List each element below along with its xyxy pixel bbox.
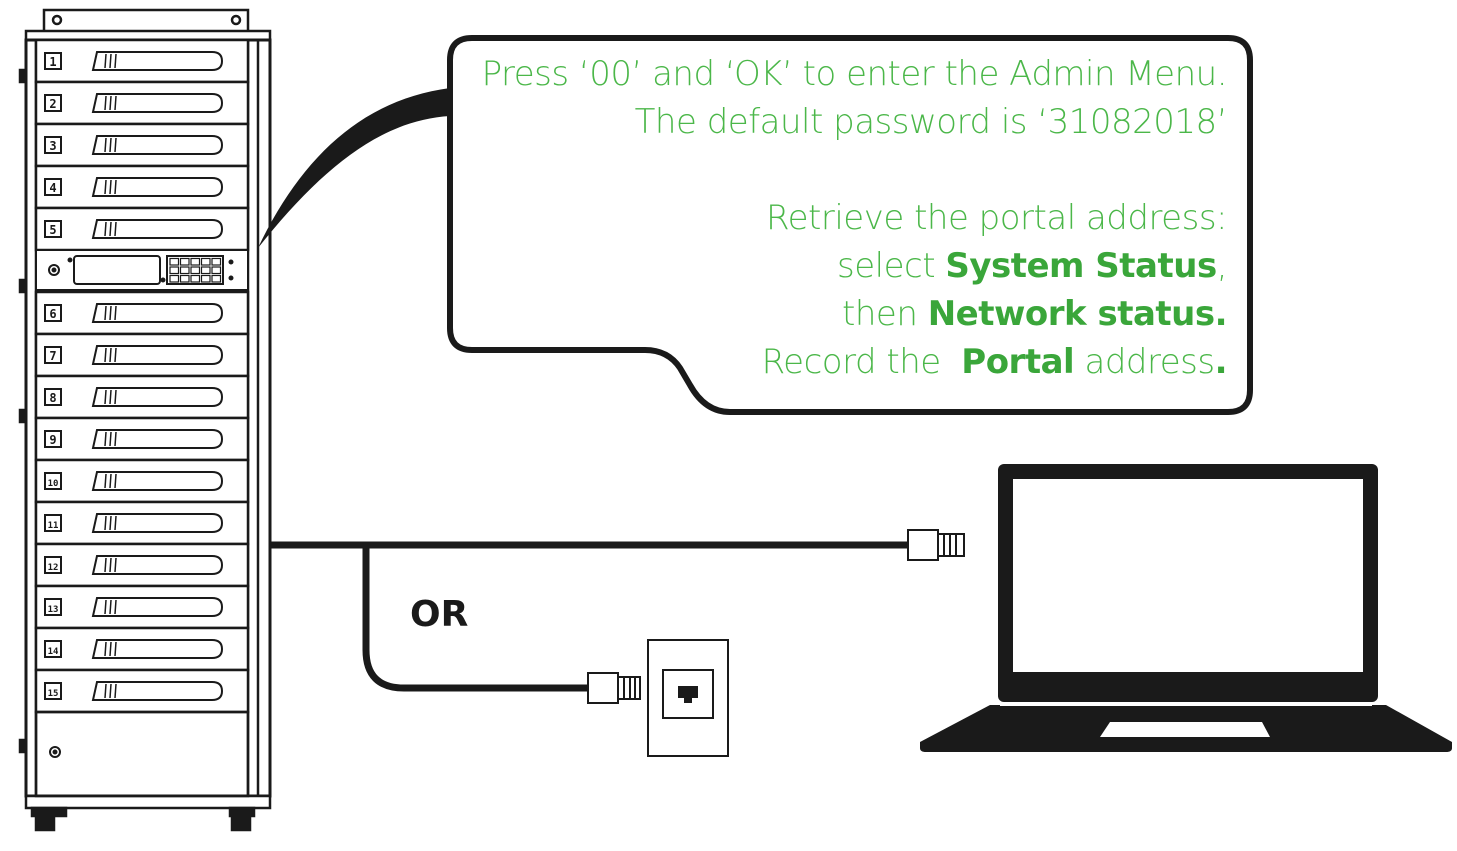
keypad-key (169, 274, 180, 283)
bay-door: 13 (34, 584, 250, 630)
bay-number: 8 (49, 391, 56, 405)
callout-bubble (258, 35, 1253, 415)
keypad-key (211, 257, 222, 266)
instruction-line-3: Retrieve the portal address: (766, 198, 1227, 238)
line4-suffix: , (1216, 246, 1228, 286)
keypad-key (200, 274, 211, 283)
bay-number: 11 (48, 521, 59, 531)
lcd-display (73, 255, 161, 285)
door-handle (91, 639, 224, 659)
door-handle (91, 345, 224, 365)
network-cables (270, 541, 910, 692)
bay-door: 14 (34, 626, 250, 672)
line5-prefix: then (842, 294, 928, 334)
door-handle (91, 471, 224, 491)
callout-text-block-2: Retrieve the portal address: select Syst… (761, 194, 1228, 386)
keypad-key (211, 266, 222, 275)
line4-prefix: select (837, 246, 946, 286)
bay-number: 5 (49, 223, 56, 237)
cable-to-wall-port (362, 545, 590, 692)
line6-suffix: . (1214, 342, 1228, 382)
callout-text-block: Press ‘00’ and ‘OK’ to enter the Admin M… (481, 50, 1228, 146)
storage-door (34, 710, 250, 798)
line6-mid: address (1074, 342, 1215, 382)
bay-door: 5 (34, 206, 250, 252)
keypad-key (211, 274, 222, 283)
bay-door: 8 (34, 374, 250, 420)
ethernet-wall-port-icon (647, 639, 729, 757)
door-handle (91, 219, 224, 239)
door-handle (91, 429, 224, 449)
bay-number: 12 (48, 563, 59, 573)
door-handle (91, 681, 224, 701)
bay-number: 14 (48, 647, 59, 657)
network-status-label: Network status. (927, 294, 1228, 334)
keypad-key (179, 266, 190, 275)
bay-door: 1 (34, 38, 250, 84)
bay-number: 9 (49, 433, 56, 447)
bay-number: 4 (49, 181, 56, 195)
bay-door: 9 (34, 416, 250, 462)
laptop-icon (920, 464, 1452, 752)
bay-door: 12 (34, 542, 250, 588)
bay-number: 15 (48, 689, 59, 699)
rj45-plug-icon (907, 529, 965, 561)
door-handle (91, 177, 224, 197)
door-handle (91, 513, 224, 533)
instruction-line-4: select System Status, (762, 242, 1228, 290)
door-handle (91, 51, 224, 71)
bay-number: 2 (49, 97, 56, 111)
door-handle (91, 555, 224, 575)
bay-number: 1 (49, 55, 56, 69)
storage-compartment (49, 746, 61, 758)
door-handle (91, 93, 224, 113)
instruction-line-2: The default password is ‘31082018’ (634, 102, 1228, 142)
bay-door: 2 (34, 80, 250, 126)
bay-door: 3 (34, 122, 250, 168)
keypad-key (200, 266, 211, 275)
keypad-key (179, 257, 190, 266)
keypad-key (190, 257, 201, 266)
keypad-key (169, 266, 180, 275)
instruction-line-5: then Network status. (762, 290, 1227, 338)
door-handle (91, 303, 224, 323)
bay-door: 11 (34, 500, 250, 546)
portal-label: Portal (961, 342, 1075, 382)
keypad-key (190, 266, 201, 275)
door-handle (91, 135, 224, 155)
bay-door: 7 (34, 332, 250, 378)
rj45-plug-icon (587, 672, 641, 704)
or-label: OR (410, 594, 469, 635)
bay-number: 3 (49, 139, 56, 153)
bay-door: 6 (34, 290, 250, 336)
line6-prefix: Record the (761, 342, 962, 382)
bay-number: 10 (48, 479, 59, 489)
bay-number: 7 (49, 349, 56, 363)
bay-number: 13 (48, 605, 59, 615)
system-status-label: System Status (945, 246, 1217, 286)
instruction-line-1: Press ‘00’ and ‘OK’ to enter the Admin M… (481, 54, 1228, 94)
door-handle (91, 387, 224, 407)
instruction-line-6: Record the Portal address. (761, 338, 1228, 386)
bay-number: 6 (49, 307, 56, 321)
bay-door: 10 (34, 458, 250, 504)
keypad-key (169, 257, 180, 266)
keypad-key (200, 257, 211, 266)
bay-door: 4 (34, 164, 250, 210)
door-handle (91, 597, 224, 617)
keypad-key (179, 274, 190, 283)
control-panel (35, 249, 249, 291)
keypad-key (190, 274, 201, 283)
bay-door: 15 (34, 668, 250, 714)
